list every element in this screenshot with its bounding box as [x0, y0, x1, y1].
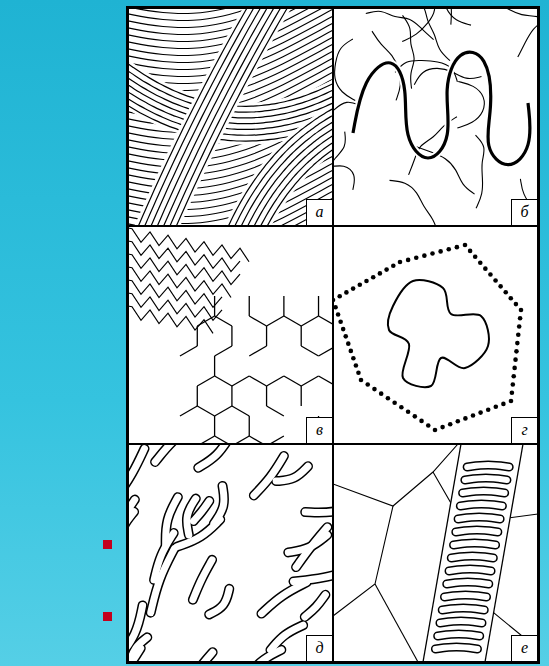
panel-letter: а [306, 199, 332, 225]
figure-panel: в [128, 226, 333, 444]
panel-illustration [333, 243, 523, 433]
panel-letter: е [511, 635, 537, 661]
panel-letter: д [306, 635, 332, 661]
panel-letter: б [511, 199, 537, 225]
figure-panel: д [128, 444, 333, 662]
panel-illustration [333, 444, 538, 662]
panel-illustration [128, 227, 333, 444]
bullet-square [103, 540, 112, 549]
figure-frame [127, 7, 539, 663]
figure-panel: е [333, 444, 538, 662]
panel-illustration [128, 8, 333, 226]
panel-illustration [333, 8, 538, 226]
figure-panel: г [333, 226, 538, 444]
bullet-square [103, 612, 112, 621]
panel-letter: в [306, 417, 332, 443]
figure-panel: а [128, 8, 333, 226]
figure-panel: б [333, 8, 538, 226]
panel-letter: г [511, 417, 537, 443]
panel-illustration [128, 444, 333, 662]
